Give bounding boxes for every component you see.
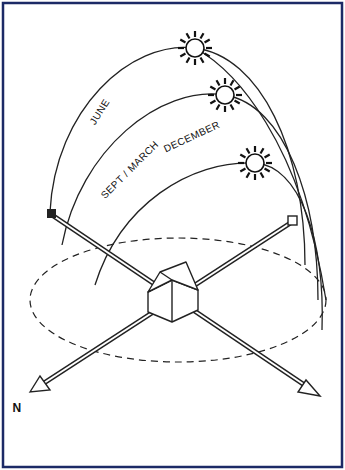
sun-paths bbox=[50, 47, 326, 330]
june-arc bbox=[50, 47, 305, 265]
north-arrow bbox=[30, 216, 297, 392]
december-arc bbox=[95, 163, 322, 330]
month-label: JUNE bbox=[88, 97, 111, 126]
horizon-ellipse bbox=[30, 238, 326, 362]
month-label: DECEMBER bbox=[162, 120, 221, 155]
sun bbox=[178, 31, 212, 65]
axis-arrow bbox=[47, 209, 320, 396]
month-label: SEPT / MARCH bbox=[99, 139, 160, 200]
sun bbox=[238, 146, 272, 180]
north-label: N bbox=[12, 402, 21, 414]
sun bbox=[208, 78, 242, 112]
house-figure bbox=[148, 262, 198, 322]
frame bbox=[3, 3, 342, 467]
meridian-arc bbox=[195, 48, 326, 300]
sun-symbols bbox=[178, 31, 272, 180]
